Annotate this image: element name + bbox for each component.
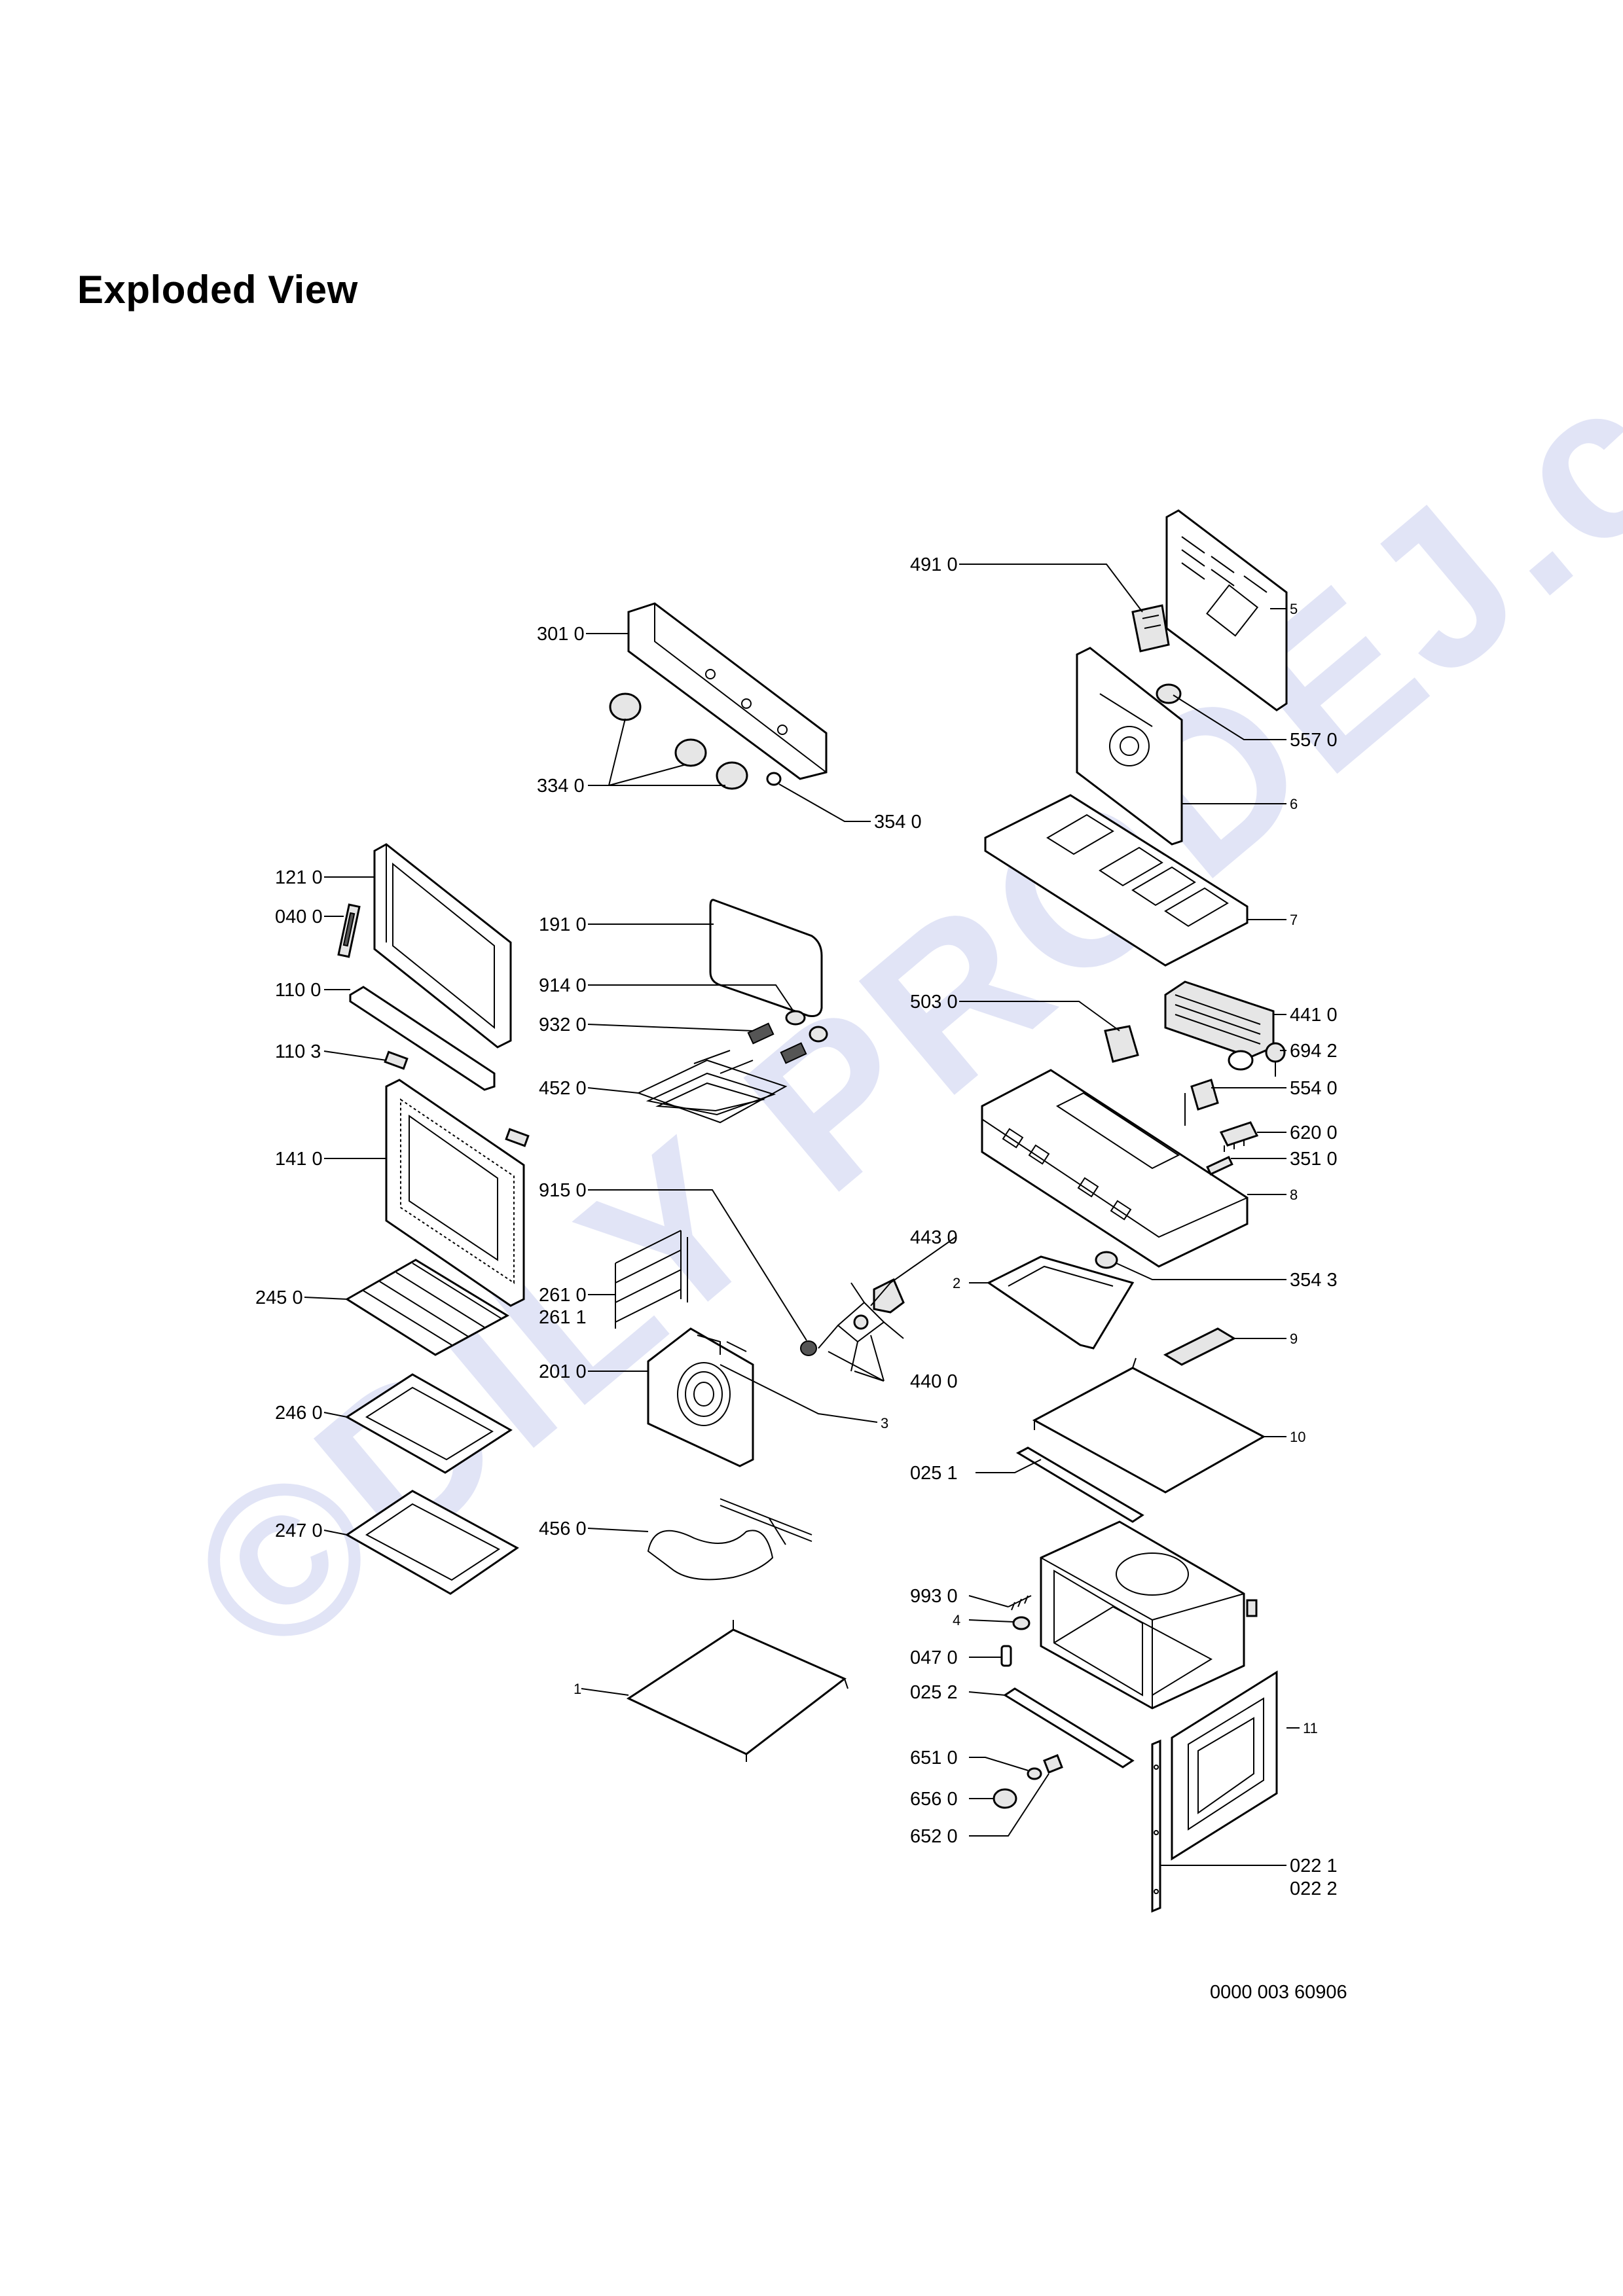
part-thermostat <box>1156 683 1182 704</box>
part-motor <box>1104 1025 1139 1063</box>
label-351-0: 351 0 <box>1290 1149 1338 1170</box>
label-554-0: 554 0 <box>1290 1078 1338 1099</box>
document-number: 0000 003 60906 <box>1210 1982 1347 2003</box>
label-915-0: 915 0 <box>539 1180 587 1201</box>
label-121-0: 121 0 <box>275 867 323 888</box>
label-491-0: 491 0 <box>910 554 958 575</box>
part-vertical-strip <box>1151 1739 1161 1913</box>
label-993-0: 993 0 <box>910 1586 958 1607</box>
label-4: 4 <box>953 1612 960 1628</box>
page-title: Exploded View <box>77 268 358 312</box>
label-191-0: 191 0 <box>539 914 587 935</box>
label-1: 1 <box>574 1681 581 1697</box>
part-side-rails <box>615 1230 688 1329</box>
label-261-0: 261 0 <box>539 1285 587 1306</box>
label-8: 8 <box>1290 1187 1298 1203</box>
label-334-0: 334 0 <box>537 776 585 797</box>
label-022-2: 022 2 <box>1290 1878 1338 1899</box>
label-040-0: 040 0 <box>275 906 323 927</box>
part-rail-top <box>1015 1446 1144 1523</box>
label-246-0: 246 0 <box>275 1403 323 1424</box>
label-2: 2 <box>953 1275 960 1291</box>
label-7: 7 <box>1290 912 1298 928</box>
label-452-0: 452 0 <box>539 1078 587 1099</box>
label-656-0: 656 0 <box>910 1789 958 1810</box>
part-cover-strip <box>1163 1327 1237 1366</box>
part-knobs <box>609 692 782 790</box>
part-bracket <box>987 1255 1135 1350</box>
part-bottom-plate <box>626 1620 848 1762</box>
label-245-0: 245 0 <box>255 1287 303 1308</box>
label-932-0: 932 0 <box>539 1014 587 1035</box>
part-rail-bottom <box>1003 1687 1135 1768</box>
part-grill-heater <box>636 1050 788 1124</box>
part-oven-cavity <box>1040 1520 1258 1710</box>
part-tangential-fan <box>1164 980 1275 1071</box>
part-labels: 301 0 334 0 354 0 121 0 040 0 110 0 110 … <box>255 554 1338 1899</box>
label-025-2: 025 2 <box>910 1682 958 1703</box>
part-switch <box>1131 604 1170 653</box>
part-rear-panel <box>647 1327 754 1467</box>
label-3: 3 <box>881 1415 888 1431</box>
label-557-0: 557 0 <box>1290 730 1338 751</box>
label-201-0: 201 0 <box>539 1361 587 1382</box>
label-047-0: 047 0 <box>910 1647 958 1668</box>
label-694-2: 694 2 <box>1290 1041 1338 1062</box>
part-handle-caps <box>384 1050 530 1147</box>
label-456-0: 456 0 <box>539 1518 587 1539</box>
part-bottom-heater <box>647 1498 812 1581</box>
part-deep-tray <box>345 1490 519 1595</box>
label-620-0: 620 0 <box>1290 1122 1338 1143</box>
part-top-cover <box>984 794 1249 967</box>
label-022-1: 022 1 <box>1290 1856 1338 1876</box>
part-control-panel <box>627 602 828 780</box>
part-back-cover <box>1165 509 1288 711</box>
label-9: 9 <box>1290 1331 1298 1347</box>
label-443-0: 443 0 <box>910 1227 958 1248</box>
part-side-frame <box>1171 1670 1278 1861</box>
part-small-hardware <box>1000 1595 1032 1667</box>
part-electrical-components <box>1184 1079 1259 1176</box>
label-441-0: 441 0 <box>1290 1005 1338 1026</box>
label-10: 10 <box>1290 1429 1305 1445</box>
label-141-0: 141 0 <box>275 1149 323 1170</box>
part-fan <box>800 1278 905 1372</box>
label-5: 5 <box>1290 601 1298 617</box>
label-301-0: 301 0 <box>537 624 585 645</box>
label-110-0: 110 0 <box>275 980 321 1001</box>
part-baking-tray <box>345 1373 513 1474</box>
leader-lines <box>304 564 1300 1866</box>
part-hinge <box>337 903 361 958</box>
label-652-0: 652 0 <box>910 1826 958 1847</box>
label-11: 11 <box>1303 1720 1318 1736</box>
part-door-frame <box>373 843 512 1049</box>
label-110-3: 110 3 <box>275 1041 321 1062</box>
label-6: 6 <box>1290 796 1298 812</box>
part-spacer <box>1095 1251 1118 1269</box>
label-025-1: 025 1 <box>910 1463 958 1484</box>
label-354-3: 354 3 <box>1290 1270 1338 1291</box>
part-lamp-parts <box>747 1010 828 1064</box>
part-door-handle <box>349 986 496 1091</box>
label-354-0: 354 0 <box>874 812 922 833</box>
part-sensor <box>1265 1042 1286 1077</box>
label-247-0: 247 0 <box>275 1520 323 1541</box>
label-914-0: 914 0 <box>539 975 587 996</box>
part-glass-plate <box>709 899 823 1017</box>
label-261-1: 261 1 <box>539 1307 587 1328</box>
part-wire-rack <box>345 1259 510 1356</box>
part-door-glass <box>385 1079 525 1307</box>
label-503-0: 503 0 <box>910 992 958 1013</box>
label-440-0: 440 0 <box>910 1371 958 1392</box>
part-control-module <box>981 1069 1249 1268</box>
label-651-0: 651 0 <box>910 1748 958 1768</box>
part-side-panel <box>1076 647 1183 846</box>
